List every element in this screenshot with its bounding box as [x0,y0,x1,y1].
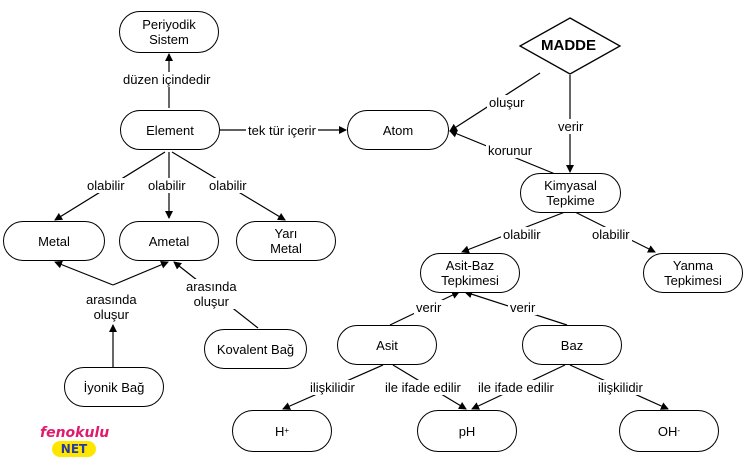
fenokulu-logo: fenokulu NET [40,425,118,459]
label-olabilir-asitbaz: olabilir [501,227,543,242]
label-verir-asit: verir [414,300,444,315]
node-periyodik-sistem: Periyodik Sistem [119,11,219,53]
node-ph: pH [417,410,517,452]
label-korunur: korunur [486,143,535,158]
node-asit: Asit [337,325,437,365]
h-text: H [274,423,285,439]
node-yari-metal: Yarı Metal [236,221,336,261]
edge-iyonik-metal [54,260,114,286]
label-ile-ifade-edilir-2: ile ifade edilir [476,380,556,395]
edge-iyonik-ametal [112,261,169,286]
label-iliskilidir-h: ilişkilidir [308,380,357,395]
label-iliskilidir-oh: ilişkilidir [596,380,645,395]
node-baz: Baz [522,325,622,365]
label-olabilir-metal: olabilir [85,178,127,193]
node-h-plus: H+ [232,410,332,452]
node-kimyasal-tepkime: Kimyasal Tepkime [520,173,621,213]
logo-text-net: NET [52,441,96,457]
node-ametal: Ametal [119,221,219,261]
label-olabilir-yari: olabilir [207,178,249,193]
node-atom: Atom [347,110,449,150]
label-tek-tur-icerir: tek tür içerir [246,123,318,138]
label-ile-ifade-edilir-1: ile ifade edilir [383,380,463,395]
node-oh-minus: OH- [619,410,719,452]
madde-diamond [518,17,622,75]
node-iyonik-bag: İyonik Bağ [64,367,164,407]
label-arasinda-olusur-kovalent: arasında oluşur [184,279,239,309]
node-metal: Metal [3,221,105,261]
label-verir-baz: verir [508,300,538,315]
node-madde: MADDE [541,37,596,54]
node-element: Element [120,110,220,150]
label-verir-madde: verir [556,119,586,134]
label-arasinda-olusur-iyonik: arasında oluşur [84,292,139,322]
label-olabilir-ametal: olabilir [146,178,188,193]
node-asit-baz-tepkimesi: Asit-Baz Tepkimesi [420,253,520,293]
logo-text-top: fenokulu [40,425,110,441]
node-yanma-tepkimesi: Yanma Tepkimesi [643,253,743,293]
label-duzen-icindedir: düzen içindedir [121,72,213,87]
node-kovalent-bag: Kovalent Bağ [204,329,307,369]
label-olabilir-yanma: olabilir [590,227,632,242]
label-olusur: oluşur [487,95,527,110]
oh-text: OH [657,423,678,439]
